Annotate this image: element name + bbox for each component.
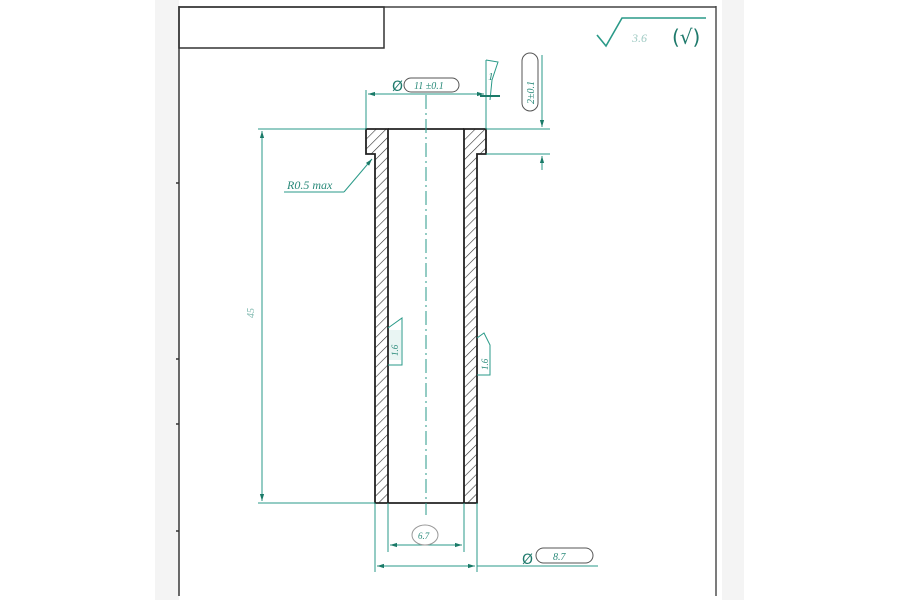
svg-text:1.6: 1.6 [480,358,490,370]
general-finish-symbol: (√) [672,25,700,49]
part-section [365,95,487,515]
flange-tolerance-mark: 1 [480,59,500,101]
right-wall-section [463,128,487,504]
fillet-radius-callout: R0.5 max [284,158,373,193]
surface-finish-symbol: 3.6 (√) [596,17,706,49]
top-diameter-value: 11 ±0.1 [414,81,444,92]
left-wall-section [365,128,389,504]
svg-text:1.6: 1.6 [390,344,400,356]
svg-text:1: 1 [488,71,494,83]
diameter-symbol: Ø [392,79,403,95]
overall-length-value: 45 [246,308,257,318]
flange-height-dimension: 2±0.1 [486,52,550,170]
right-wall-finish: 1.6 [476,332,491,376]
left-sheet-margin [155,0,179,600]
bore-diameter-dimension: 6.7 [387,503,465,552]
flange-height-value: 2±0.1 [526,81,537,104]
top-diameter-dimension: Ø 11 ±0.1 [365,60,487,129]
outer-diameter-value: 8.7 [553,552,567,563]
fillet-radius-value: R0.5 max [286,178,333,192]
outer-diameter-dimension: Ø 8.7 [374,503,598,572]
left-wall-finish: 1.6 [387,317,403,366]
overall-length-dimension: 45 [246,128,375,504]
title-block [178,6,385,49]
surface-finish-value: 3.6 [631,31,647,45]
bore-diameter-value: 6.7 [418,531,430,541]
diameter-symbol: Ø [522,552,533,568]
right-sheet-margin [722,0,744,600]
